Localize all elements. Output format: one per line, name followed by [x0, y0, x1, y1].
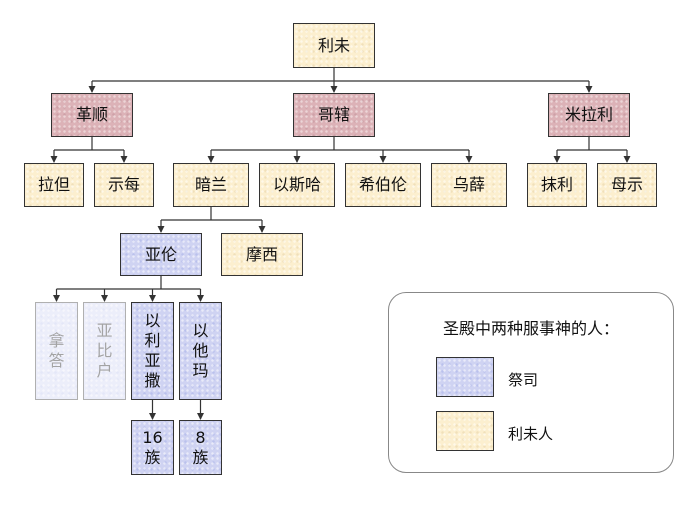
abihu-char-1: 亚 — [96, 321, 113, 340]
node-kohath: 哥辖 — [293, 93, 375, 137]
node-eleazar: 以 利 亚 撒 — [131, 302, 174, 400]
ithamar-char-2: 他 — [192, 341, 209, 360]
node-mushi: 母示 — [597, 163, 657, 207]
ithamar-char-1: 以 — [192, 321, 209, 340]
eleazar-char-3: 亚 — [144, 351, 161, 370]
eleazar-char-2: 利 — [144, 331, 161, 350]
node-merari: 米拉利 — [548, 93, 630, 137]
abihu-char-2: 比 — [96, 341, 113, 360]
legend-panel: 圣殿中两种服事神的人： 祭司 利未人 — [388, 292, 674, 473]
eleazar-clans-count: 16 — [142, 427, 163, 447]
legend-title: 圣殿中两种服事神的人： — [442, 319, 619, 338]
legend-swatch-priest — [436, 357, 494, 397]
node-gershon: 革顺 — [51, 93, 133, 137]
abihu-char-3: 户 — [96, 361, 113, 380]
ithamar-char-3: 玛 — [192, 361, 209, 380]
node-uzziel: 乌薛 — [431, 163, 507, 207]
eleazar-clans-word: 族 — [144, 447, 161, 467]
ithamar-clans-word: 族 — [192, 447, 209, 467]
eleazar-char-4: 撒 — [144, 371, 161, 390]
node-hebron: 希伯伦 — [345, 163, 421, 207]
node-abihu: 亚 比 户 — [83, 302, 126, 400]
node-aaron: 亚伦 — [120, 233, 202, 276]
eleazar-char-1: 以 — [144, 311, 161, 330]
node-ithamar-clans: 8 族 — [179, 420, 222, 475]
legend-label-levite: 利未人 — [508, 425, 554, 443]
node-levi: 利未 — [293, 23, 375, 68]
node-izhar: 以斯哈 — [259, 163, 335, 207]
nadab-char-1: 拿 — [48, 331, 65, 350]
node-mahli: 抹利 — [527, 163, 587, 207]
nadab-char-2: 答 — [48, 351, 65, 370]
node-ithamar: 以 他 玛 — [179, 302, 222, 400]
node-amram: 暗兰 — [173, 163, 249, 207]
node-eleazar-clans: 16 族 — [131, 420, 174, 475]
node-moses: 摩西 — [221, 233, 303, 276]
node-nadab: 拿 答 — [35, 302, 78, 400]
legend-swatch-levite — [436, 411, 494, 451]
legend-label-priest: 祭司 — [508, 371, 539, 389]
ithamar-clans-count: 8 — [195, 427, 206, 447]
node-shimei: 示每 — [94, 163, 154, 207]
node-libni: 拉但 — [24, 163, 84, 207]
